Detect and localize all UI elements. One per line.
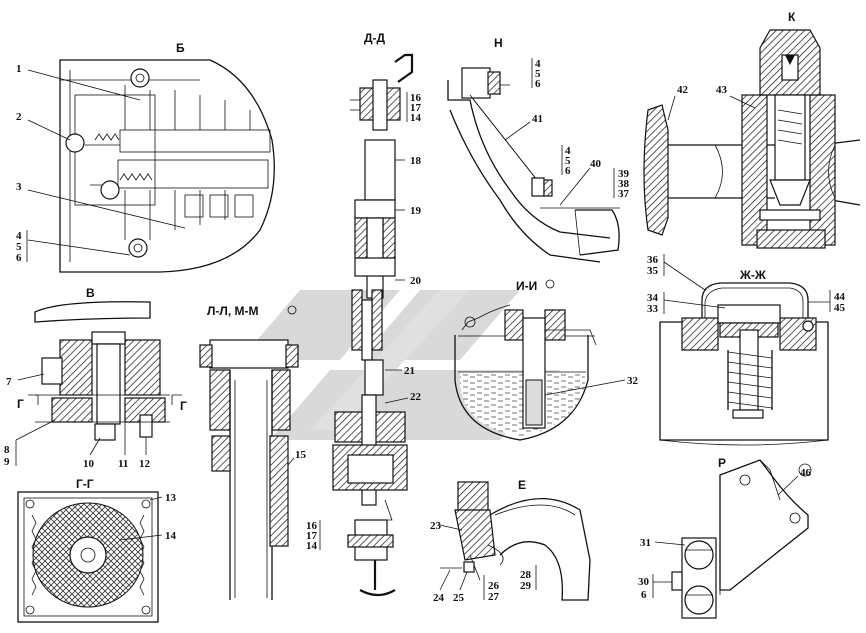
svg-text:16: 16	[410, 92, 422, 104]
svg-text:34: 34	[647, 292, 659, 304]
callout-stack-zh-left2: 34 33	[647, 292, 726, 315]
svg-text:30: 30	[638, 576, 650, 588]
svg-text:17: 17	[410, 102, 422, 114]
callout-stack-zh-right: 44 45	[808, 290, 846, 314]
svg-text:37: 37	[618, 188, 630, 200]
svg-text:17: 17	[306, 530, 318, 542]
svg-text:14: 14	[306, 540, 318, 552]
svg-text:Г: Г	[17, 397, 24, 411]
svg-text:35: 35	[647, 265, 659, 277]
callout-41: 41	[532, 113, 543, 125]
view-v-title: В	[86, 286, 95, 300]
callout-3: 3	[16, 181, 22, 193]
view-ll-mm-title: Л-Л, М-М	[207, 304, 297, 318]
callout-stack-dd-bottom: 16 17 14	[306, 520, 321, 552]
view-zhzh	[659, 282, 829, 446]
svg-text:4: 4	[16, 230, 22, 242]
view-e-title: Е	[518, 478, 526, 492]
view-r	[671, 459, 812, 619]
callout-13: 13	[165, 492, 177, 504]
svg-text:9: 9	[4, 456, 10, 468]
section-mark-g-right: Г	[171, 394, 187, 413]
view-zhzh-title: Ж-Ж	[739, 268, 766, 282]
svg-text:5: 5	[16, 241, 22, 253]
svg-text:36: 36	[647, 254, 659, 266]
view-e	[440, 481, 591, 601]
svg-text:4: 4	[565, 145, 571, 157]
svg-text:Л-Л, М-М: Л-Л, М-М	[207, 304, 259, 318]
svg-text:6: 6	[535, 78, 541, 90]
view-gg-title: Г-Г	[76, 477, 94, 491]
svg-text:27: 27	[488, 591, 500, 603]
view-ii	[454, 304, 597, 441]
svg-text:5: 5	[565, 155, 571, 167]
callout-21: 21	[404, 365, 415, 377]
callout-43: 43	[716, 84, 728, 96]
view-ii-title: И-И	[516, 279, 555, 293]
svg-text:6: 6	[641, 589, 647, 601]
svg-text:33: 33	[647, 303, 659, 315]
callout-23: 23	[430, 520, 442, 532]
callout-stack-e2: 28 29	[520, 565, 537, 592]
svg-text:16: 16	[306, 520, 318, 532]
svg-text:Г: Г	[180, 399, 187, 413]
callout-12: 12	[139, 458, 151, 470]
view-k-title: К	[788, 10, 796, 24]
callout-20: 20	[410, 275, 422, 287]
svg-text:44: 44	[834, 291, 846, 303]
svg-text:29: 29	[520, 580, 532, 592]
callout-24: 24	[433, 592, 445, 604]
callout-25: 25	[453, 592, 465, 604]
callout-stack-n-top: 4 5 6	[531, 58, 541, 90]
callout-stack-b: 4 5 6	[16, 230, 28, 264]
svg-text:28: 28	[520, 569, 532, 581]
callout-14: 14	[165, 530, 177, 542]
section-mark-g-left: Г	[17, 394, 39, 411]
callout-stack-v: 8 9	[4, 419, 56, 468]
callout-42: 42	[677, 84, 689, 96]
callout-7: 7	[6, 376, 12, 388]
callout-31: 31	[640, 537, 651, 549]
callout-19: 19	[410, 205, 422, 217]
svg-text:4: 4	[535, 58, 541, 70]
callout-stack-dd-top: 16 17 14	[406, 92, 422, 124]
callout-11: 11	[118, 458, 128, 470]
view-ll-mm	[199, 339, 299, 600]
view-gg	[17, 491, 159, 623]
view-n-title: Н	[494, 36, 503, 50]
callout-stack-zh-left: 36 35	[647, 254, 706, 291]
callout-15: 15	[295, 449, 307, 461]
svg-text:45: 45	[834, 302, 846, 314]
callout-2: 2	[16, 111, 22, 123]
svg-text:8: 8	[4, 444, 10, 456]
view-v	[34, 301, 170, 441]
view-r-title: Р	[718, 456, 726, 470]
view-dd-title: Д-Д	[364, 31, 386, 45]
callout-22: 22	[410, 391, 422, 403]
view-dd	[332, 53, 414, 597]
svg-text:26: 26	[488, 580, 500, 592]
callout-18: 18	[410, 155, 422, 167]
svg-text:5: 5	[535, 68, 541, 80]
view-n	[447, 67, 620, 263]
callout-46: 46	[800, 467, 812, 479]
view-b	[27, 59, 275, 273]
svg-text:6: 6	[16, 252, 22, 264]
callout-stack-r: 30 6	[638, 574, 672, 601]
svg-text:39: 39	[618, 168, 630, 180]
svg-text:И-И: И-И	[516, 279, 537, 293]
callout-40: 40	[590, 158, 602, 170]
callout-stack-n-mid: 4 5 6	[561, 145, 571, 177]
svg-text:14: 14	[410, 112, 422, 124]
view-b-title: Б	[176, 41, 185, 55]
view-k	[643, 29, 861, 249]
callout-1: 1	[16, 63, 22, 75]
callout-stack-e1: 26 27	[483, 575, 500, 603]
svg-text:6: 6	[565, 165, 571, 177]
svg-text:38: 38	[618, 178, 630, 190]
callout-32: 32	[627, 375, 639, 387]
callout-stack-n-right: 39 38 37	[613, 168, 630, 200]
callout-10: 10	[83, 458, 95, 470]
